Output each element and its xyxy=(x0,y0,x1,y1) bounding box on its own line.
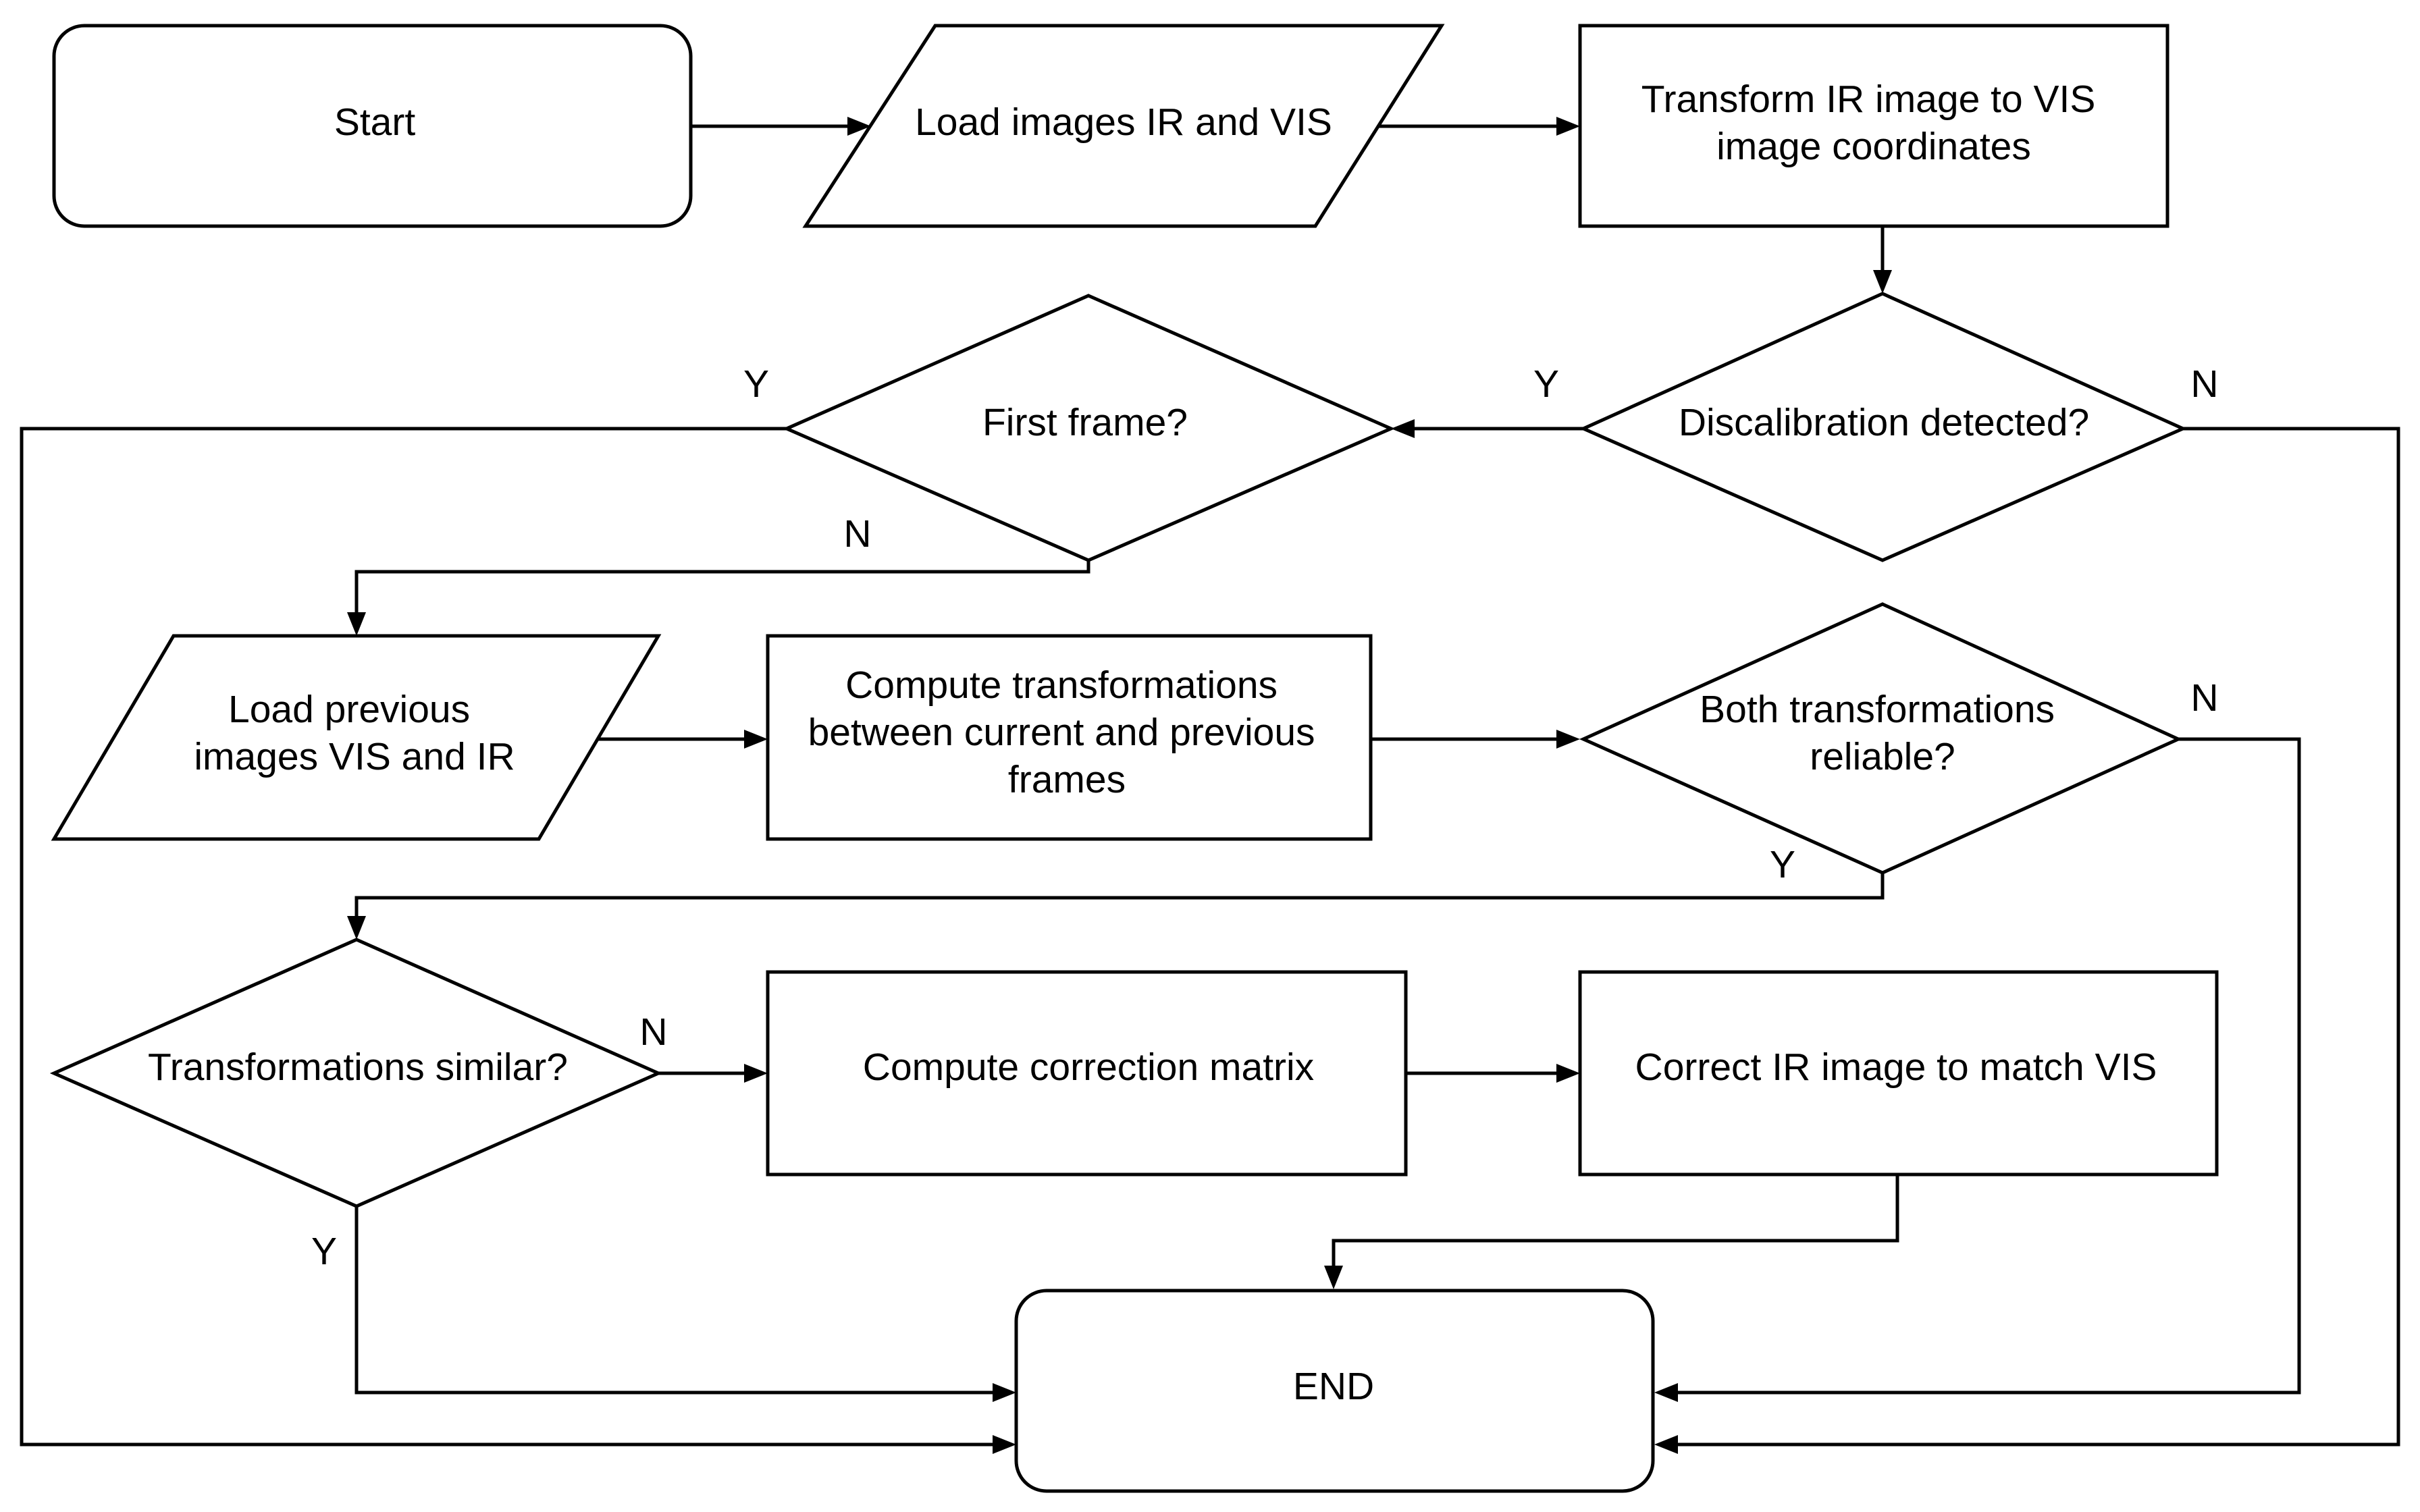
arrowhead-first-frame xyxy=(1391,419,1415,438)
end-node: END xyxy=(1014,1289,1655,1493)
load-images-node: Load images IR and VIS xyxy=(802,24,1445,228)
arrowhead-discalibration xyxy=(1873,270,1892,294)
end-shape xyxy=(1014,1289,1655,1493)
label-first-frame-yes: Y xyxy=(743,362,769,406)
arrowhead-end-left-inner xyxy=(993,1383,1016,1402)
correct-ir-label: Correct IR image to match VIS xyxy=(1635,1046,2157,1089)
transform-label: Transform IR image to VIS image coordina… xyxy=(1641,78,2106,168)
load-images-shape xyxy=(802,24,1445,228)
arrowhead-compute-transformations xyxy=(744,730,768,749)
label-reliable-no: N xyxy=(2190,676,2218,720)
end-label: END xyxy=(1293,1365,1374,1408)
compute-transformations-label-line-1: Compute transformations xyxy=(845,664,1278,707)
load-previous-node: Load previous images VIS and IR xyxy=(51,634,662,841)
arrowhead-correct-ir xyxy=(1556,1064,1580,1083)
arrowhead-transform xyxy=(1556,117,1580,136)
compute-transformations-node: Compute transformations between current … xyxy=(766,634,1373,841)
load-previous-label-line-2: images VIS and IR xyxy=(194,735,515,778)
label-similar-no: N xyxy=(639,1010,667,1054)
arrowhead-load-images xyxy=(847,117,871,136)
arrowhead-both-reliable xyxy=(1556,730,1580,749)
arrowhead-transformations-similar xyxy=(347,916,366,940)
edge-correct-ir-to-end xyxy=(1332,1174,1899,1272)
edge-similar-yes-to-end xyxy=(354,1206,999,1395)
arrowhead-load-previous xyxy=(347,612,366,636)
discalibration-decision: Discalibration detected? xyxy=(1579,292,2188,562)
transform-label-line-1: Transform IR image to VIS xyxy=(1641,78,2096,121)
compute-correction-shape xyxy=(766,970,1408,1177)
both-reliable-decision: Both transformations reliable? xyxy=(1579,602,2183,875)
edge-discalibration-no-to-end xyxy=(1671,427,2400,1447)
arrowhead-compute-correction xyxy=(744,1064,768,1083)
transform-label-line-2: image coordinates xyxy=(1716,125,2031,168)
compute-transformations-label-line-3: frames xyxy=(1008,758,1126,801)
discalibration-shape xyxy=(1579,292,2188,562)
correct-ir-shape xyxy=(1578,970,2219,1177)
label-similar-yes: Y xyxy=(311,1230,337,1273)
compute-transformations-label: Compute transformations between current … xyxy=(808,664,1326,801)
edge-both-reliable-no-to-end xyxy=(1671,737,2301,1395)
transformations-similar-decision: Transformations similar? xyxy=(49,938,663,1208)
arrowhead-end-left-outer xyxy=(993,1435,1016,1454)
start-label: Start xyxy=(334,101,416,144)
start-node: Start xyxy=(52,24,693,228)
both-reliable-label-line-1: Both transformations xyxy=(1700,688,2055,731)
transformations-similar-label: Transformations similar? xyxy=(148,1046,568,1089)
transform-shape xyxy=(1578,24,2169,228)
compute-correction-node: Compute correction matrix xyxy=(766,970,1408,1177)
label-first-frame-no: N xyxy=(843,512,871,556)
load-previous-label: Load previous images VIS and IR xyxy=(194,688,515,778)
both-reliable-shape xyxy=(1579,602,2183,875)
compute-transformations-label-line-2: between current and previous xyxy=(808,711,1315,754)
first-frame-label: First frame? xyxy=(982,401,1188,444)
load-previous-shape xyxy=(51,634,662,841)
edge-first-frame-no-to-load-previous xyxy=(354,560,1090,619)
both-reliable-label: Both transformations reliable? xyxy=(1700,688,2066,778)
edge-labels: Y N Y N N Y N Y xyxy=(311,362,2219,1273)
load-images-label: Load images IR and VIS xyxy=(915,101,1332,144)
compute-correction-label: Compute correction matrix xyxy=(863,1046,1314,1089)
edge-first-frame-yes-to-end xyxy=(20,427,999,1447)
first-frame-decision: First frame? xyxy=(782,294,1396,562)
arrowhead-end-right-inner xyxy=(1654,1383,1678,1402)
load-previous-label-line-1: Load previous xyxy=(228,688,470,731)
both-reliable-label-line-2: reliable? xyxy=(1810,735,1955,778)
transform-node: Transform IR image to VIS image coordina… xyxy=(1578,24,2169,228)
arrowhead-end-right-outer xyxy=(1654,1435,1678,1454)
arrowhead-end-top xyxy=(1324,1266,1343,1289)
edge-both-reliable-yes-to-similar xyxy=(354,873,1885,923)
label-discalibration-no: N xyxy=(2190,362,2218,406)
discalibration-label: Discalibration detected? xyxy=(1679,401,2089,444)
label-discalibration-yes: Y xyxy=(1533,362,1559,406)
transformations-similar-shape xyxy=(49,938,663,1208)
compute-transformations-shape xyxy=(766,634,1373,841)
correct-ir-node: Correct IR image to match VIS xyxy=(1578,970,2219,1177)
start-shape xyxy=(52,24,693,228)
first-frame-shape xyxy=(782,294,1396,562)
flowchart-edges xyxy=(20,117,2400,1454)
label-reliable-yes: Y xyxy=(1770,843,1795,886)
